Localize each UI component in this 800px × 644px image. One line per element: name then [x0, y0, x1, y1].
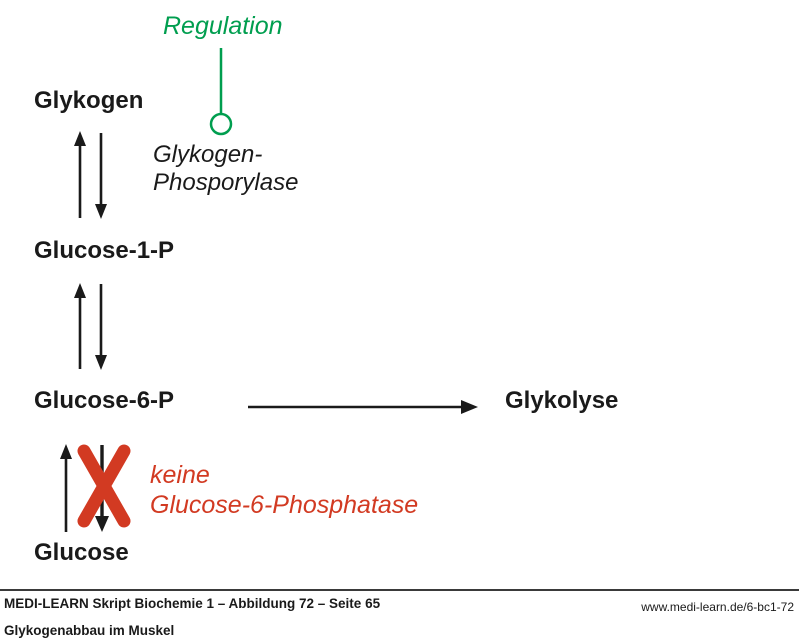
missing-enzyme-line1: keine: [150, 461, 210, 489]
footer-url-text: www.medi-learn.de/6-bc1-72: [641, 600, 794, 614]
red-x-icon: [77, 444, 131, 528]
enzyme-phosphorylase-label: Glykogen- Phosporylase: [153, 141, 298, 198]
up-arrowhead-icon: [74, 131, 86, 146]
down-arrowhead-icon: [95, 516, 109, 532]
arrow-glykogen-glucose1p: [74, 131, 107, 219]
inhibition-circle-icon: [209, 112, 233, 136]
right-arrowhead-icon: [461, 400, 478, 414]
regulation-inhibition-line: [209, 48, 233, 136]
regulation-label: Regulation: [163, 12, 283, 40]
up-arrowhead-icon: [60, 444, 72, 459]
enzyme-phosphorylase-line2: Phosporylase: [153, 169, 299, 197]
arrow-glucose1p-glucose6p: [74, 283, 107, 370]
down-arrowhead-icon: [95, 204, 107, 219]
missing-enzyme-label: keine Glucose-6-Phosphatase: [150, 461, 418, 520]
node-glykolyse: Glykolyse: [505, 387, 619, 414]
arrow-glucose6p-glykolyse: [248, 400, 478, 414]
node-glucose: Glucose: [34, 539, 129, 566]
footer-divider: [0, 589, 799, 591]
node-glucose-1-p: Glucose-1-P: [34, 237, 175, 264]
node-glucose-6-p: Glucose-6-P: [34, 387, 175, 414]
footer-caption-text: Glykogenabbau im Muskel: [4, 623, 175, 638]
down-arrowhead-icon: [95, 355, 107, 370]
node-glykogen: Glykogen: [34, 87, 144, 114]
missing-enzyme-line2: Glucose-6-Phosphatase: [150, 490, 419, 519]
enzyme-phosphorylase-line1: Glykogen-: [153, 141, 263, 168]
up-arrowhead-icon: [74, 283, 86, 298]
footer-source-text: MEDI-LEARN Skript Biochemie 1 – Abbildun…: [4, 596, 381, 611]
